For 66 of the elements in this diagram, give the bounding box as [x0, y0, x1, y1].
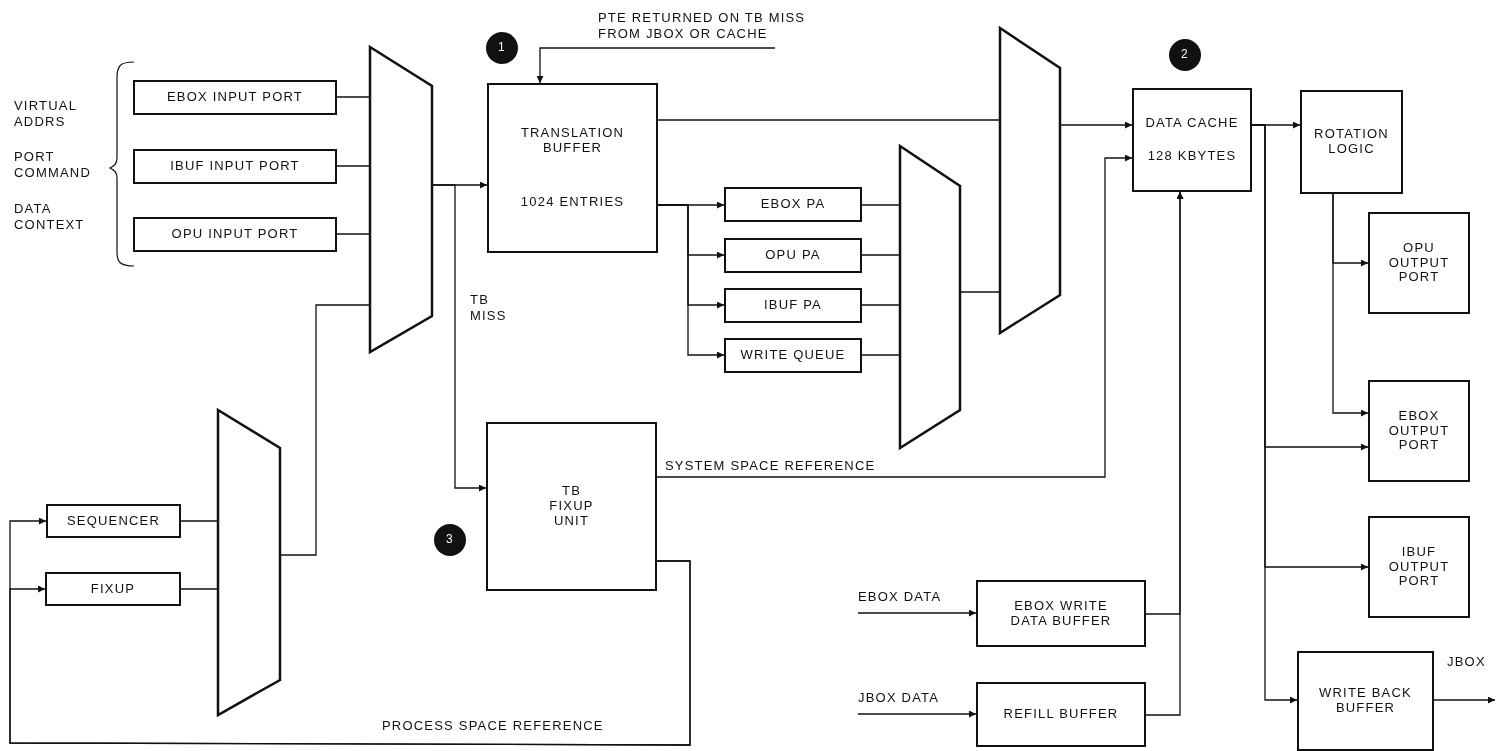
arrow: [536, 47, 776, 84]
box-label: FIXUP: [90, 581, 136, 597]
connector-line: [861, 304, 901, 306]
arrow: [857, 710, 977, 718]
connector-line: [180, 588, 219, 590]
process-box: [133, 80, 337, 115]
box-label: EBOX WRITE DATA BUFFER: [1009, 598, 1113, 629]
multiplexer-trapezoid: [900, 146, 960, 448]
box-label: EBOX OUTPUT PORT: [1387, 408, 1451, 454]
process-box: [133, 217, 337, 252]
box-label: IBUF OUTPUT PORT: [1387, 544, 1451, 590]
connector-line: [336, 233, 371, 235]
process-box: [46, 504, 181, 538]
process-box: [976, 682, 1146, 747]
process-box: [724, 238, 862, 273]
process-box: [1368, 516, 1470, 618]
connector-line: [657, 119, 1001, 121]
process-box: [486, 422, 657, 591]
arrow: [1332, 193, 1369, 417]
process-box: [724, 338, 862, 373]
box-label: EBOX PA: [760, 197, 826, 212]
box-label: ROTATION LOGIC: [1313, 127, 1390, 157]
box-label: OPU PA: [765, 248, 821, 263]
arrow: [1145, 191, 1184, 716]
box-label: 128 KBYTES: [1147, 149, 1237, 164]
process-box: [724, 288, 862, 323]
box-label: EBOX INPUT PORT: [167, 90, 303, 105]
connector-line: [861, 354, 901, 356]
callout-number: 2: [1169, 39, 1201, 71]
box-label: DATA CACHE: [1145, 116, 1239, 131]
connector-line: [861, 254, 901, 256]
box-label: 1024 ENTRIES: [520, 195, 625, 211]
box-label: WRITE QUEUE: [740, 348, 846, 363]
callout-number: 3: [434, 524, 466, 556]
box-label: SEQUENCER: [66, 513, 161, 529]
process-box: [1297, 651, 1434, 751]
box-label: TB FIXUP UNIT: [548, 484, 595, 529]
arrow: [857, 609, 977, 617]
process-box: [1132, 88, 1252, 192]
multiplexer-trapezoid: [1000, 28, 1060, 333]
box-label: IBUF PA: [764, 298, 822, 313]
connector-line: [336, 96, 371, 98]
box-label: WRITE BACK BUFFER: [1318, 686, 1413, 716]
process-box: [976, 580, 1146, 647]
box-label: OPU OUTPUT PORT: [1387, 240, 1451, 286]
arrow: [1433, 696, 1496, 704]
process-box: [1300, 90, 1403, 194]
process-box: [1368, 212, 1470, 314]
process-box: [1368, 380, 1470, 482]
connector-line: [861, 204, 901, 206]
process-box: [133, 149, 337, 184]
arrow: [657, 204, 725, 359]
box-label: REFILL BUFFER: [1003, 707, 1119, 722]
callout-number: 1: [486, 32, 518, 64]
box-label: OPU INPUT PORT: [171, 227, 299, 242]
box-label: TRANSLATION BUFFER: [519, 125, 626, 156]
multiplexer-trapezoid: [218, 410, 280, 715]
process-box: [487, 83, 658, 253]
arrow: [656, 154, 1133, 478]
process-box: [724, 187, 862, 222]
connector-line: [336, 165, 371, 167]
box-label: IBUF INPUT PORT: [170, 159, 300, 174]
process-box: [45, 572, 181, 606]
multiplexer-trapezoid: [370, 47, 432, 352]
connector-line: [180, 520, 219, 522]
arrow: [9, 560, 691, 746]
